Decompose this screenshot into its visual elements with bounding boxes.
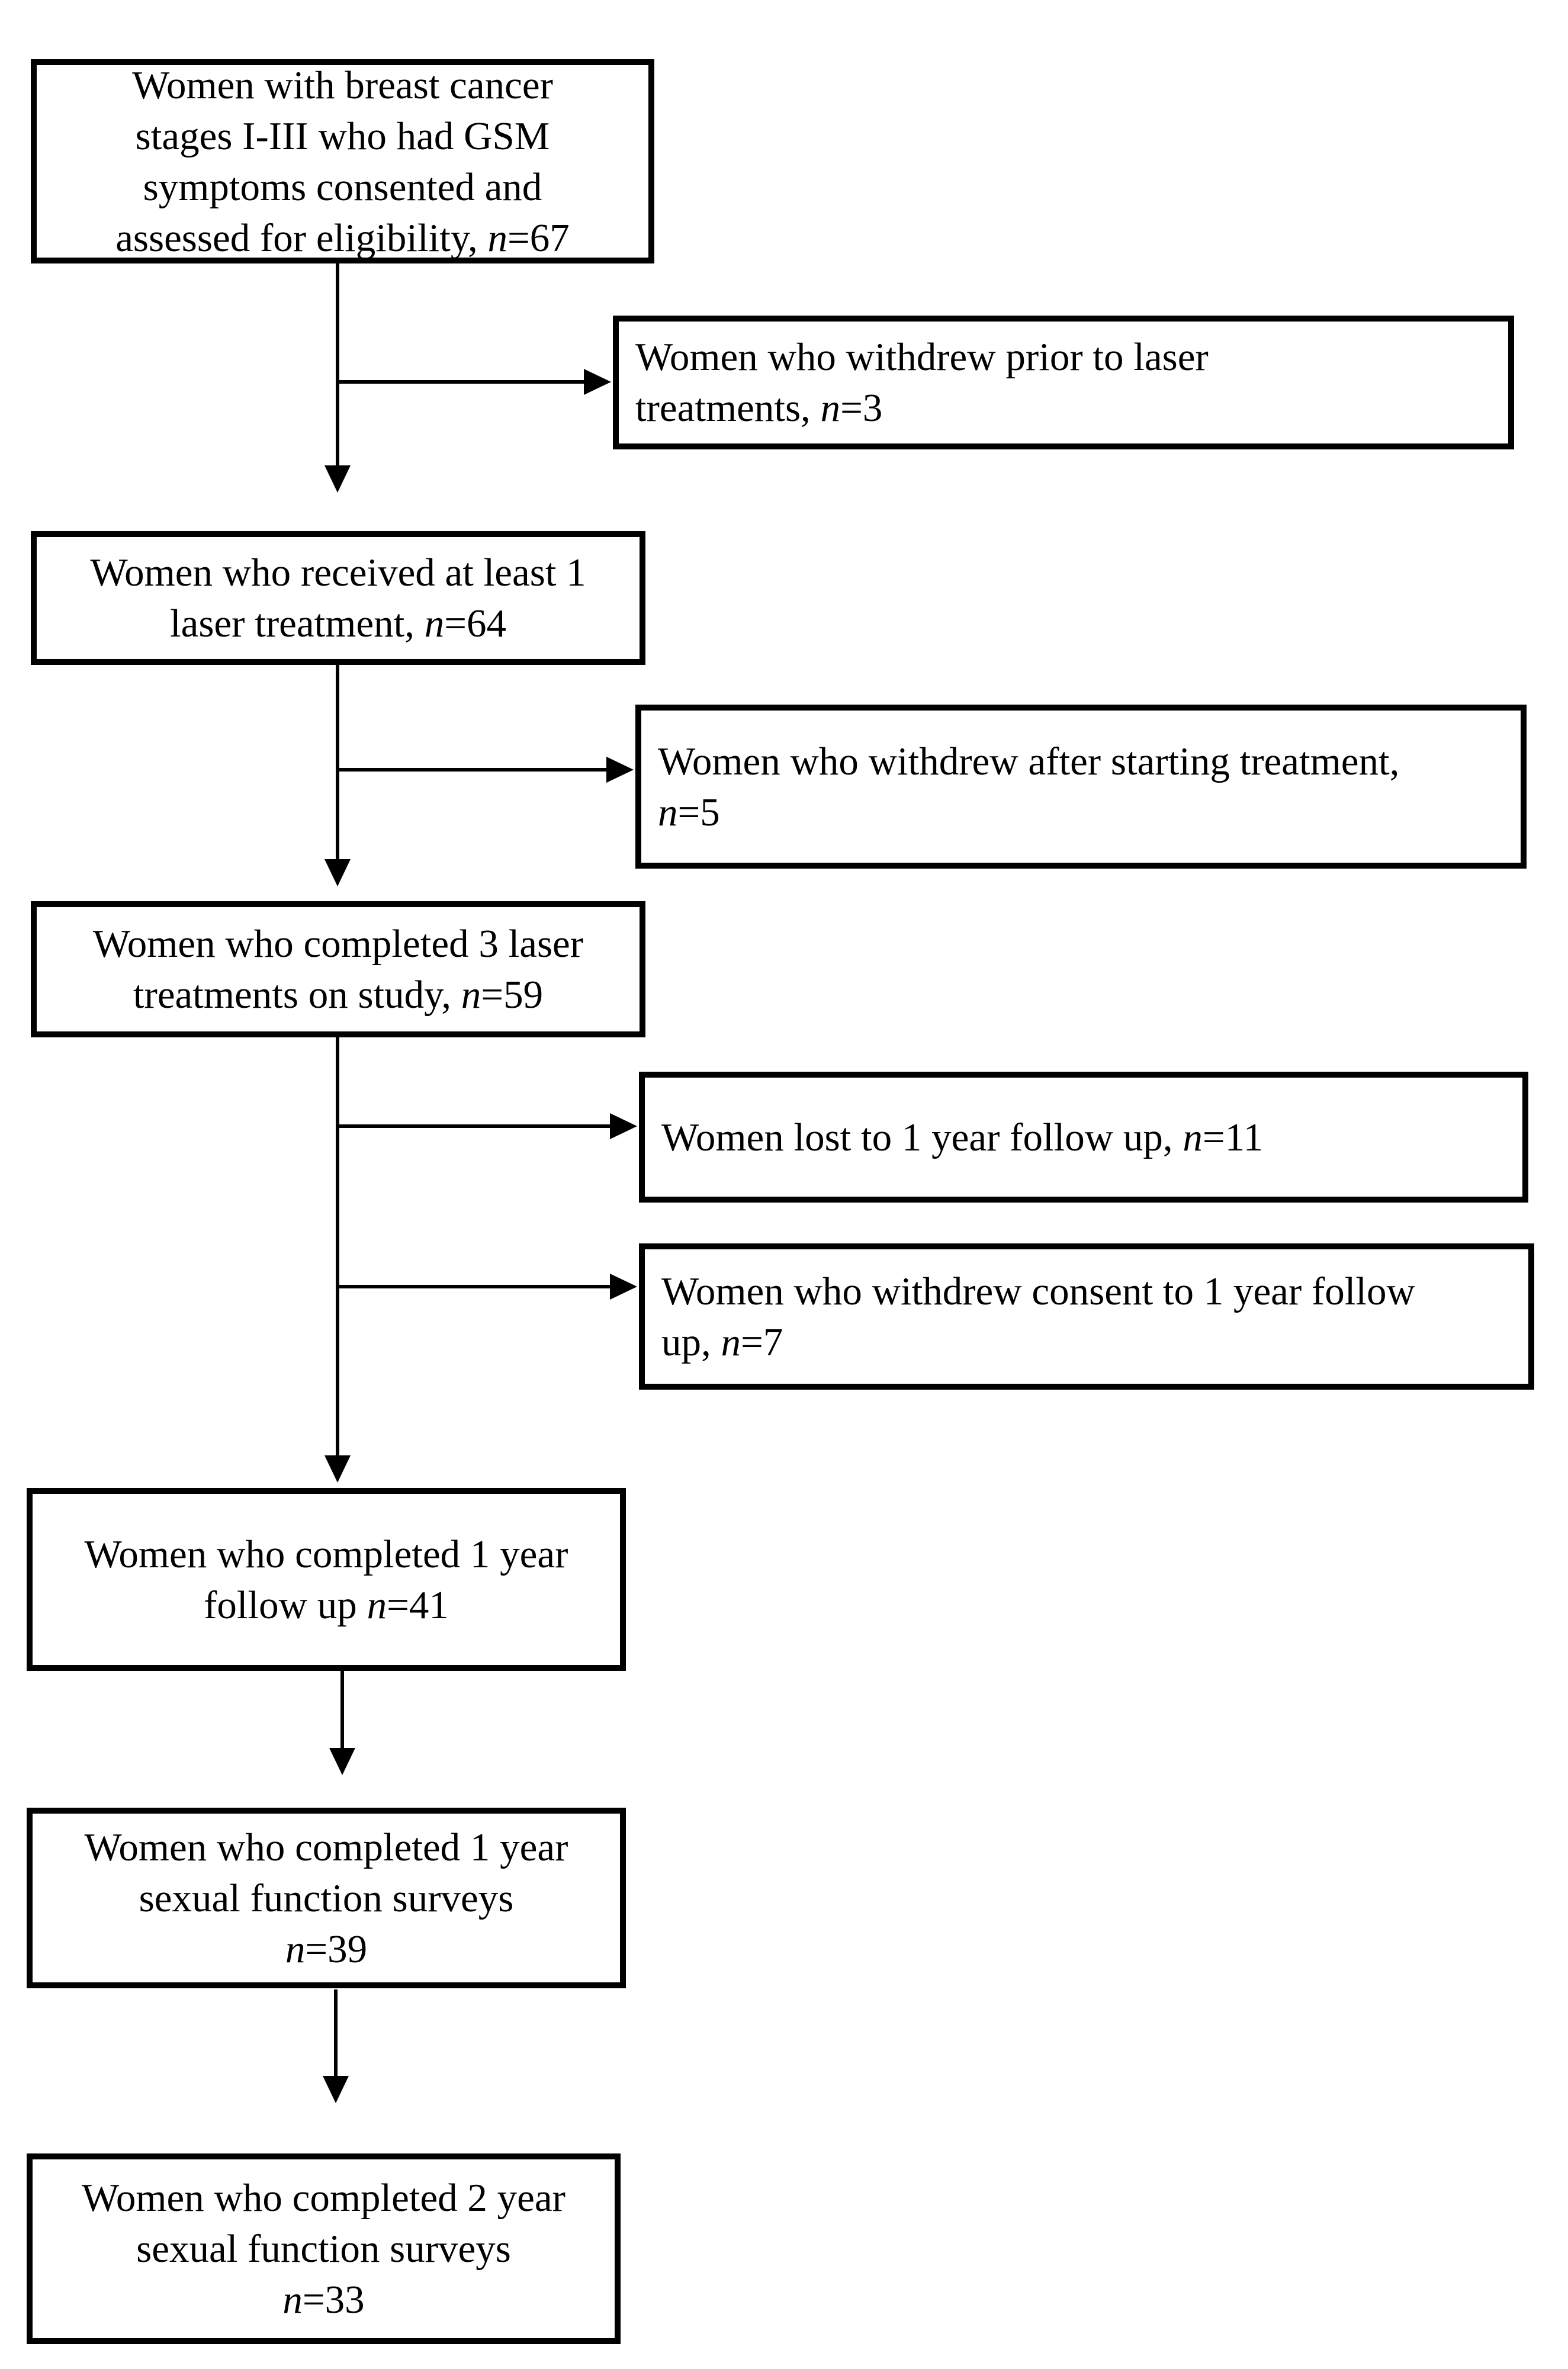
box-withdrew-consent-text: Women who withdrew consent to 1 year fol… [661, 1269, 1415, 1364]
arrow-down-icon [324, 1455, 351, 1483]
arrow-right-icon [610, 1113, 637, 1139]
box-withdrew-after-text: Women who withdrew after starting treatm… [658, 739, 1400, 834]
box-lost-1yr-text: Women lost to 1 year follow up, n=11 [661, 1115, 1264, 1159]
arrow-down-icon [324, 859, 351, 886]
arrow-right-icon [584, 369, 611, 395]
box-withdrew-after-start: Women who withdrew after starting treatm… [635, 705, 1527, 869]
arrow-down-icon [324, 465, 351, 493]
box-lost-to-1yr-followup: Women lost to 1 year follow up, n=11 [639, 1072, 1528, 1203]
arrow-right-icon [606, 757, 634, 783]
box-withdrew-consent-1yr: Women who withdrew consent to 1 year fol… [639, 1243, 1534, 1390]
arrow-down-icon [329, 1748, 355, 1775]
arrow-down-icon [323, 2076, 349, 2103]
arrow-right-icon [610, 1274, 637, 1300]
